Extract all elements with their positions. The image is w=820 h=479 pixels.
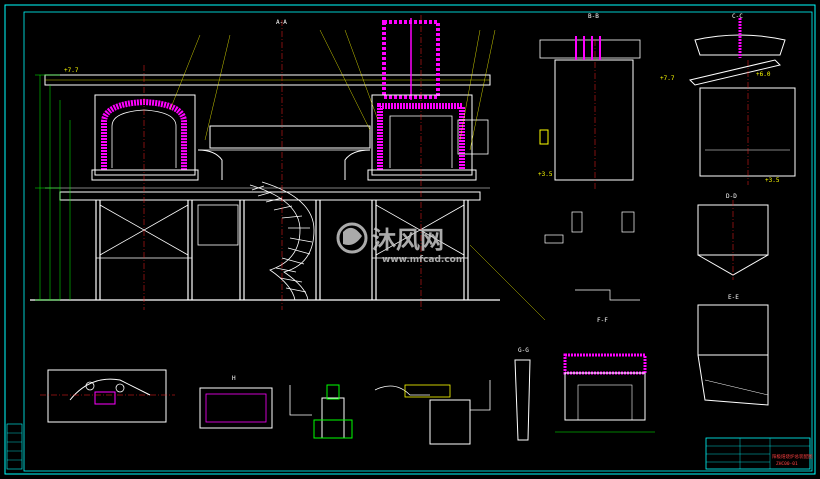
spiral-staircase [249, 181, 315, 301]
cross-bracing [96, 204, 468, 259]
watermark-brand: 沐风网 [372, 226, 444, 254]
drawing-number: ZHC00-01 [776, 461, 798, 467]
right-furnace-chamber [367, 18, 489, 181]
center-axes [143, 15, 422, 310]
drawing-title: 阳极焙烧炉总装配图 [772, 453, 813, 460]
section-label-c-c: C-C [732, 13, 743, 20]
section-label-d-d: D-D [726, 193, 737, 200]
section-label-h: H [232, 375, 236, 382]
inner-frame [23, 11, 813, 472]
leader-lines [169, 29, 546, 321]
section-d-d: D-D [697, 193, 769, 280]
section-label-e-e: E-E [728, 294, 739, 301]
central-hood [197, 125, 371, 180]
section-label-b-b: B-B [588, 13, 599, 20]
section-label-g-g: G-G [518, 347, 529, 354]
elevation-c-top: +7.7 [660, 75, 675, 82]
detail-h: H [199, 375, 273, 429]
elevation-b-mid: +3.5 [538, 171, 553, 178]
binding-margin [6, 423, 23, 470]
elevation-a-mid: +3.5 [765, 177, 780, 184]
watermark-logo [336, 222, 368, 254]
elevation-c-right: +6.0 [756, 71, 771, 78]
small-details [544, 211, 640, 301]
support-columns [95, 200, 469, 300]
detail-lower-left [40, 369, 175, 423]
left-furnace-chamber [91, 94, 199, 181]
left-dimensions [35, 74, 71, 301]
watermark: 沐风网 www.mfcad.com [336, 222, 465, 265]
section-e-e: E-E [697, 294, 769, 406]
operating-platform [59, 191, 481, 201]
elevation-left-top: +7.7 [64, 67, 79, 74]
main-elevation: A-A +7.7 [30, 15, 546, 321]
outer-frame [4, 4, 816, 475]
section-label-a-a: A-A [276, 19, 287, 26]
section-c-c: C-C +7.7 +6.0 +3.5 [660, 13, 796, 185]
section-g-g: G-G [514, 347, 531, 441]
title-block: 阳极焙烧炉总装配图 ZHC00-01 [705, 437, 813, 470]
equipment-detail [289, 380, 491, 445]
section-b-b: B-B +3.5 [538, 13, 641, 190]
section-f-f: F-F [555, 317, 655, 433]
section-label-f-f: F-F [597, 317, 608, 324]
watermark-url: www.mfcad.com [382, 255, 465, 265]
